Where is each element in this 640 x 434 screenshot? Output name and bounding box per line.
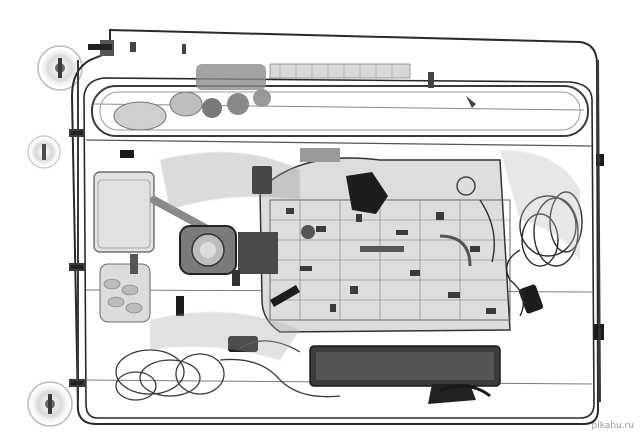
semi-transparent-clothing xyxy=(150,150,580,360)
wheel-mid-left xyxy=(27,135,61,169)
flat-device-bottom xyxy=(309,345,501,404)
central-electronic-device xyxy=(259,148,511,333)
suitcase-shell xyxy=(70,28,600,425)
wheel-top-left xyxy=(37,45,83,91)
handle-compartment xyxy=(88,40,589,137)
round-object-camera xyxy=(179,225,278,286)
frame-rails xyxy=(69,59,601,403)
watermark-text: pikabu.ru xyxy=(591,421,634,431)
coiled-cables-bottom-left xyxy=(115,340,341,401)
wheel-bottom-left xyxy=(27,381,73,427)
